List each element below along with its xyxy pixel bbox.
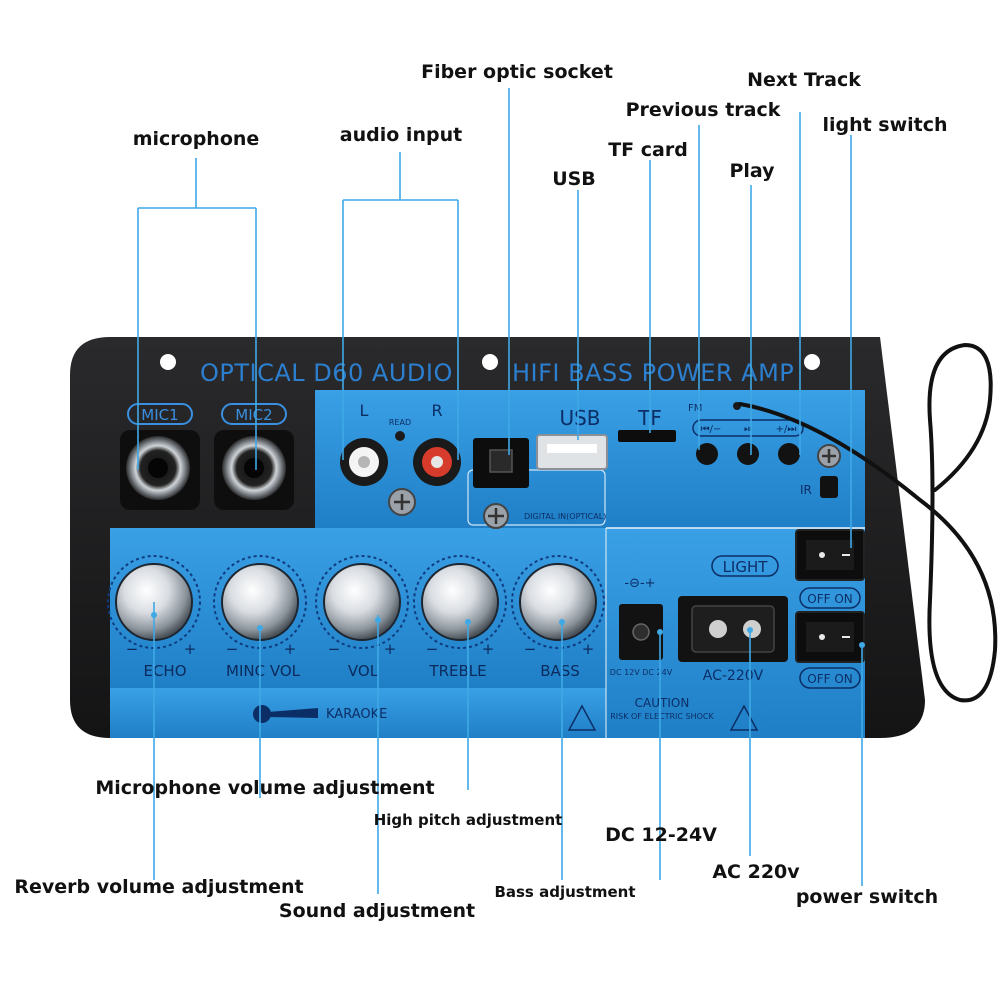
vol-label: VOL <box>348 662 379 680</box>
dc-label: DC 12V DC 24V <box>610 668 673 677</box>
usb-section: USB <box>536 406 608 470</box>
karaoke-label: KARAOKE <box>326 707 387 722</box>
control-buttons: FM ⏮/− ⏯ +/⏭ IR <box>688 402 841 498</box>
treble-knob[interactable]: TREBLE − + <box>413 555 507 680</box>
caution-label: CAUTION <box>635 696 690 710</box>
ir-receiver <box>820 476 838 498</box>
svg-text:+: + <box>384 640 397 658</box>
fm-label: FM <box>688 403 702 414</box>
svg-text:+: + <box>482 640 495 658</box>
svg-text:−: − <box>126 640 139 658</box>
callout-ac: AC 220v <box>712 861 800 883</box>
ac-panel-label: AC-220V <box>703 668 764 684</box>
echo-label: ECHO <box>143 662 186 680</box>
svg-text:+: + <box>184 640 197 658</box>
play-button[interactable] <box>737 443 759 465</box>
mic2-label: MIC2 <box>235 406 272 424</box>
rca-section: L R READ <box>340 401 461 516</box>
callout-dc: DC 12-24V <box>605 824 717 846</box>
callout-light-switch: light switch <box>822 114 947 136</box>
callout-tf-card: TF card <box>608 139 688 161</box>
vol-knob[interactable]: VOL − + <box>315 555 409 680</box>
knob-section: ECHO − + MINC VOL − + VOL − + TREBLE − + <box>107 555 605 680</box>
read-led <box>395 431 405 441</box>
callout-microphone: microphone <box>133 128 260 150</box>
karaoke-strip <box>110 688 606 738</box>
bass-knob[interactable]: BASS − + <box>511 555 605 680</box>
risk-label: RISK OF ELECTRIC SHOCK <box>610 712 714 721</box>
callout-previous-track: Previous track <box>626 99 781 121</box>
callout-fiber: Fiber optic socket <box>421 61 613 83</box>
switches: OFF ON OFF ON <box>795 529 865 689</box>
warning-left-icon <box>567 704 597 731</box>
svg-text:+: + <box>582 640 595 658</box>
optical-section: DIGITAL IN(OPTICAL) <box>473 438 606 529</box>
karaoke-badge: KARAOKE <box>253 705 387 723</box>
ir-label: IR <box>800 483 812 497</box>
next-button-label: +/⏭ <box>776 424 797 435</box>
mic1-label: MIC1 <box>141 406 178 424</box>
callout-high-pitch: High pitch adjustment <box>374 811 563 829</box>
callout-mic-volume: Microphone volume adjustment <box>95 777 434 799</box>
callout-bass: Bass adjustment <box>494 883 635 901</box>
callout-reverb: Reverb volume adjustment <box>14 876 303 898</box>
prev-button-label: ⏮/− <box>701 424 722 435</box>
callout-usb: USB <box>552 168 596 190</box>
mic-section: MIC1 MIC2 <box>120 403 294 510</box>
rca-r-label: R <box>431 401 442 420</box>
callout-labels: microphone audio input Fiber optic socke… <box>14 61 947 922</box>
svg-text:+: + <box>284 640 297 658</box>
power-inputs: -⊖-+ DC 12V DC 24V LIGHT AC-220V CAUTION… <box>567 555 788 731</box>
rca-l-label: L <box>360 401 369 420</box>
svg-text:−: − <box>426 640 439 658</box>
digital-in-label: DIGITAL IN(OPTICAL) <box>524 512 606 521</box>
previous-track-button[interactable] <box>696 443 718 465</box>
read-label: READ <box>389 418 411 427</box>
callout-play: Play <box>729 160 775 182</box>
minc-vol-label: MINC VOL <box>226 662 301 680</box>
next-track-button[interactable] <box>778 443 800 465</box>
antenna-wire <box>738 342 998 703</box>
svg-text:−: − <box>524 640 537 658</box>
tf-slot[interactable] <box>618 430 676 442</box>
dc-polarity-icon: -⊖-+ <box>624 576 655 591</box>
power-off-on-label: OFF ON <box>807 672 853 686</box>
play-button-label: ⏯ <box>744 424 752 435</box>
svg-text:−: − <box>328 640 341 658</box>
callout-sound: Sound adjustment <box>279 900 475 922</box>
svg-text:−: − <box>226 640 239 658</box>
panel-title-right: HIFI BASS POWER AMP <box>512 359 794 387</box>
leader-dots <box>151 612 865 648</box>
light-off-on-label: OFF ON <box>807 592 853 606</box>
bass-label: BASS <box>540 662 580 680</box>
usb-panel-label: USB <box>559 406 600 430</box>
panel-title-left: OPTICAL D60 AUDIO <box>200 359 453 387</box>
callout-next-track: Next Track <box>747 69 861 91</box>
leader-lines <box>137 88 863 894</box>
mic-icon <box>253 705 271 723</box>
treble-label: TREBLE <box>428 662 486 680</box>
callout-power-switch: power switch <box>796 886 938 908</box>
light-panel-label: LIGHT <box>723 558 769 576</box>
callout-audio-input: audio input <box>340 124 462 146</box>
